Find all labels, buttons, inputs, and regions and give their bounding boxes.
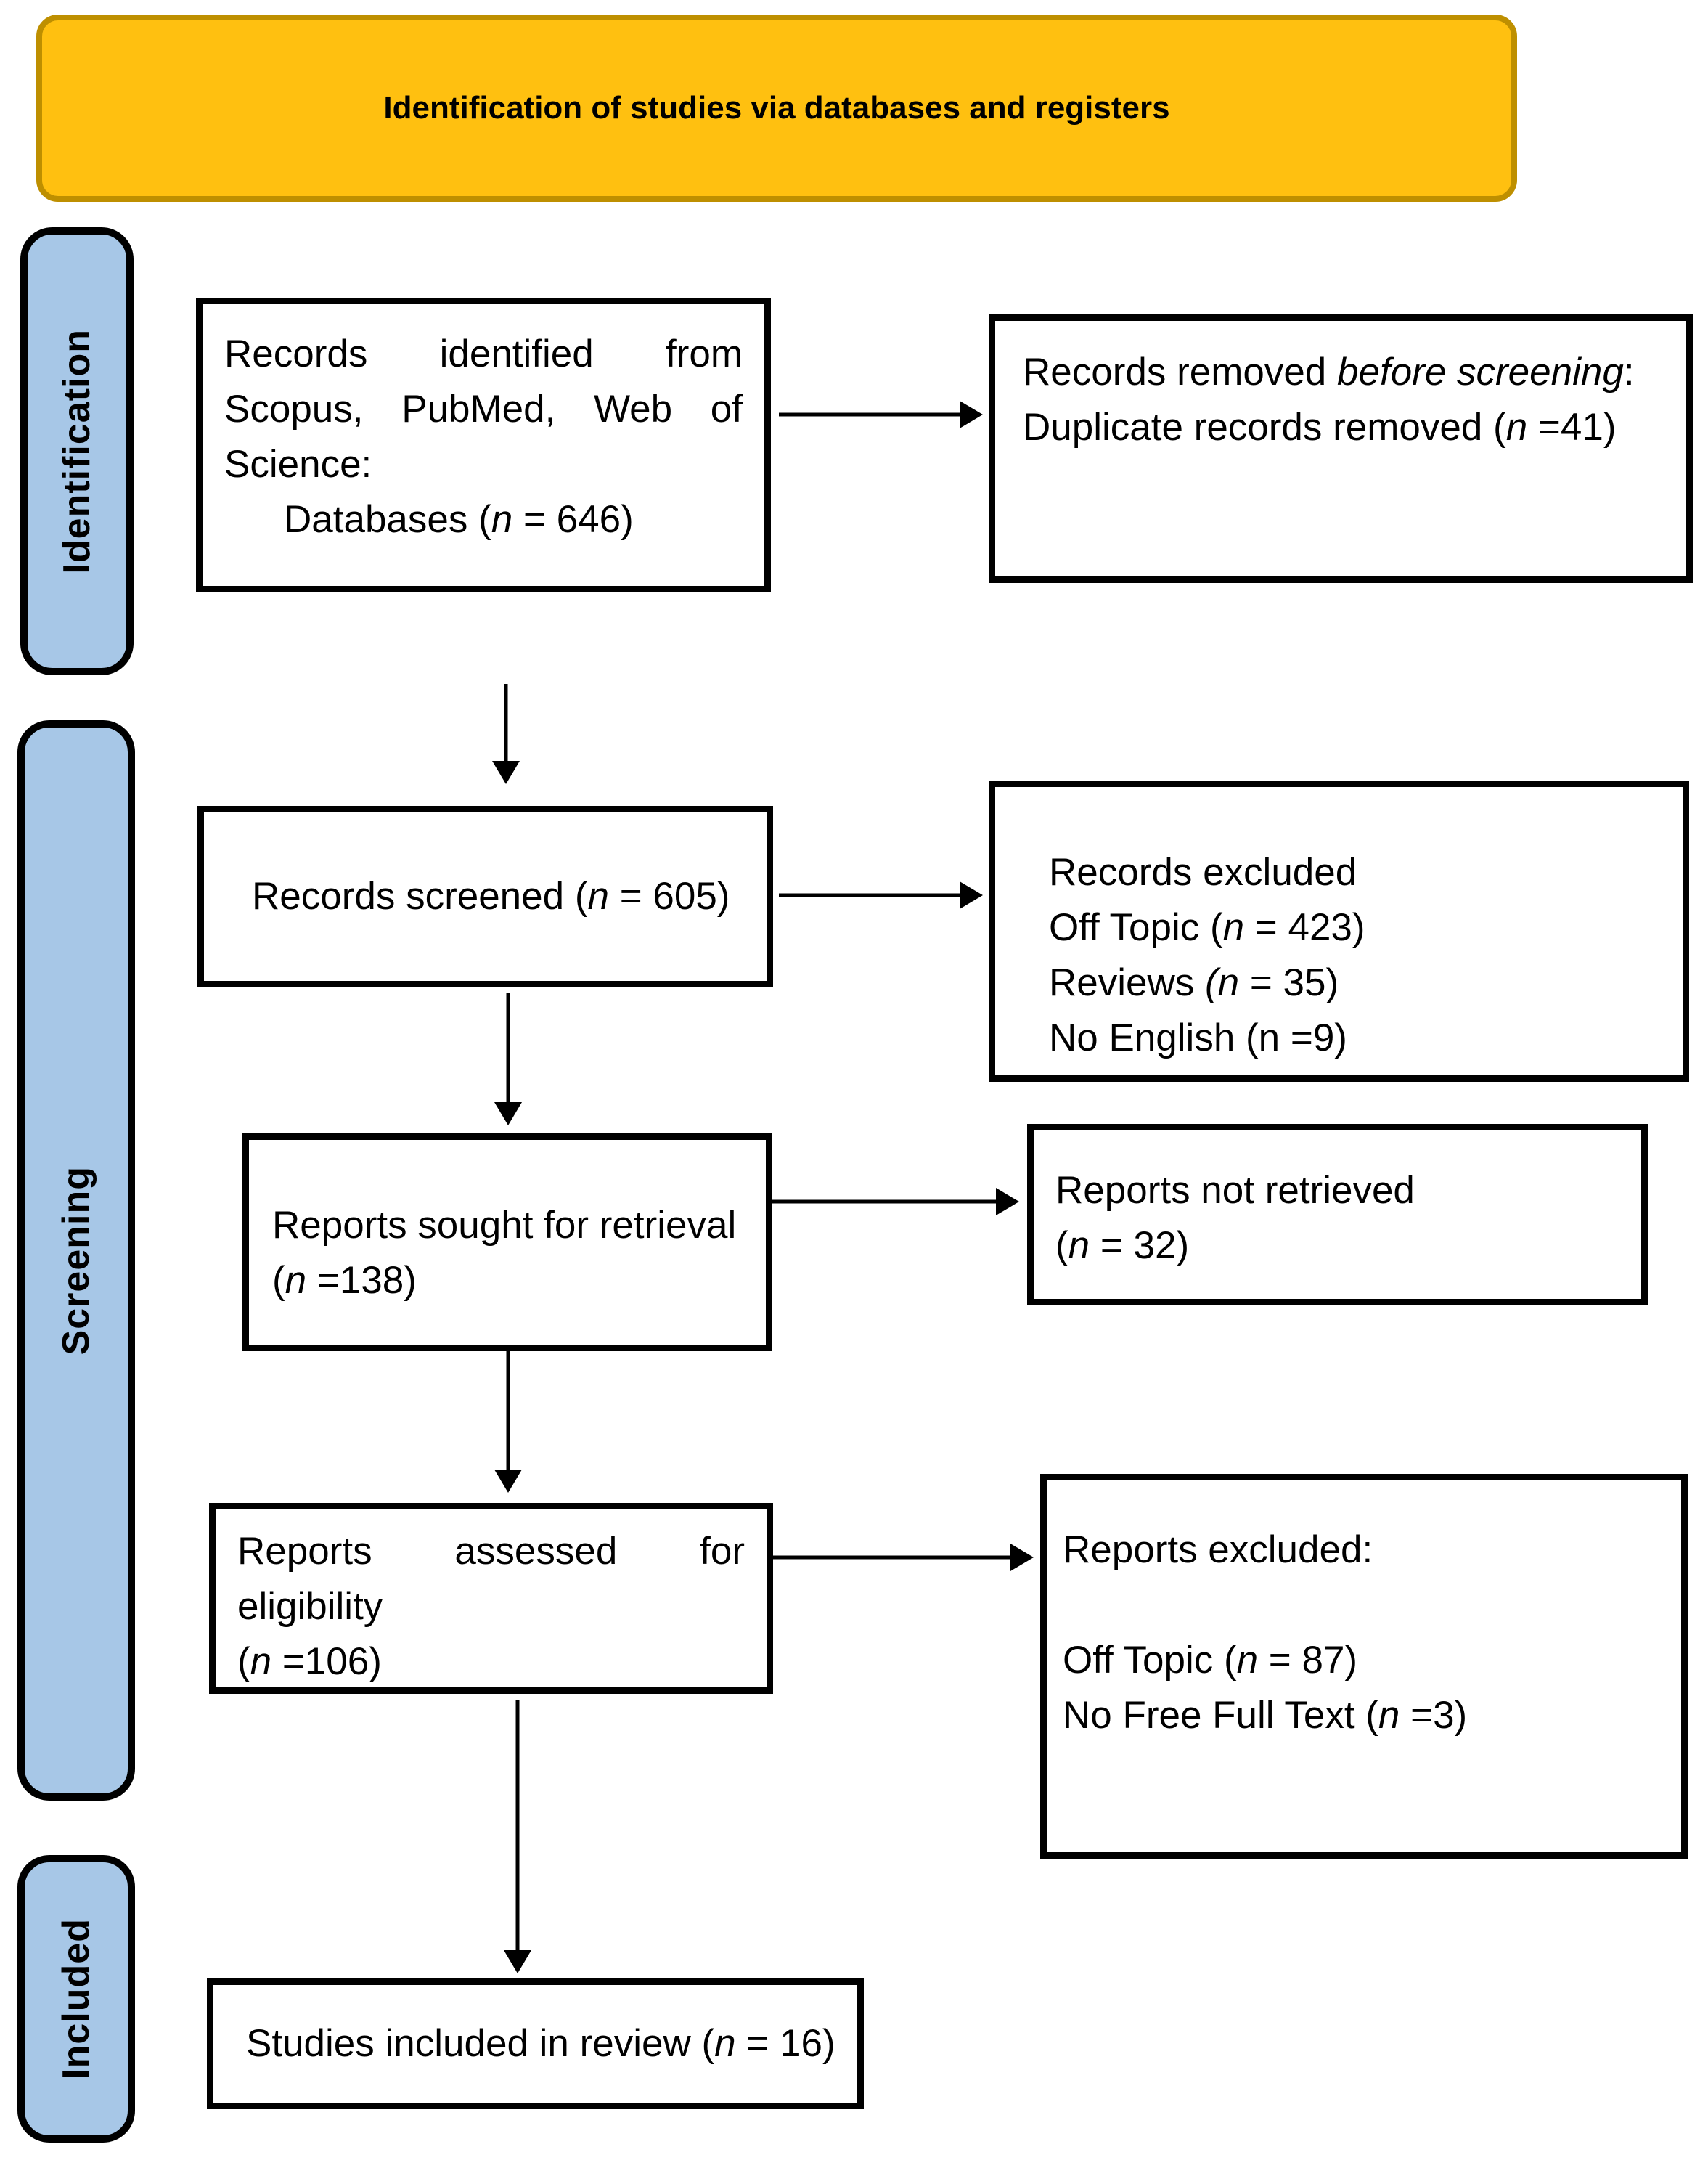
text-line: Off Topic (n = 87) (1063, 1639, 1358, 1682)
text-line: Records screened (n = 605) (252, 875, 730, 918)
text-line: eligibility (237, 1585, 383, 1628)
flow-box-records-screened: Records screened (n = 605) (197, 806, 773, 987)
arrow-sought-to-assessed (494, 1351, 522, 1493)
arrow-sought-to-not-retrieved (772, 1188, 1019, 1215)
text-line: Science: (224, 443, 372, 486)
flow-box-records-removed-before-screening: Records removed before screening: Duplica… (989, 314, 1693, 583)
stage-tab-included: Included (17, 1855, 135, 2143)
arrow-identified-to-screened (492, 684, 520, 784)
arrow-assessed-to-included (504, 1700, 531, 1973)
stage-tab-screening: Screening (17, 720, 135, 1801)
text-line: No English (n =9) (1049, 1016, 1347, 1059)
text-line: Reports excluded: (1063, 1528, 1373, 1571)
stage-tab-identification: Identification (20, 227, 134, 675)
text-line: Off Topic (n = 423) (1049, 906, 1365, 949)
text-line: (n =106) (237, 1640, 382, 1683)
flow-box-reports-not-retrieved: Reports not retrieved (n = 32) (1027, 1124, 1648, 1305)
banner-title: Identification of studies via databases … (383, 90, 1170, 126)
text-line: Studies included in review (n = 16) (246, 2022, 835, 2065)
arrow-identified-to-removed (779, 401, 983, 428)
text-line: Records removed before screening: (1023, 351, 1635, 394)
flow-box-studies-included-in-review: Studies included in review (n = 16) (207, 1978, 864, 2109)
text-line: Reports sought for retrieval (272, 1204, 737, 1247)
text-line: Reviews (n = 35) (1049, 961, 1339, 1004)
banner-identification-via-databases: Identification of studies via databases … (36, 15, 1517, 202)
flow-box-reports-excluded: Reports excluded: Off Topic (n = 87) No Fr… (1040, 1474, 1688, 1859)
text-line: Databases (n = 646) (284, 498, 634, 541)
arrow-screened-to-excluded (779, 881, 983, 909)
text-line: (n = 32) (1055, 1224, 1190, 1267)
arrow-screened-to-sought (494, 993, 522, 1125)
text-line: (n =138) (272, 1259, 417, 1302)
arrow-assessed-to-reports-excluded (773, 1544, 1034, 1571)
text-line: Records excluded (1049, 851, 1357, 894)
flow-box-reports-sought-for-retrieval: Reports sought for retrieval (n =138) (242, 1133, 772, 1351)
text-line: Reports not retrieved (1055, 1169, 1415, 1212)
text-line: No Free Full Text (n =3) (1063, 1694, 1468, 1737)
text-line: Duplicate records removed (n =41) (1023, 406, 1617, 449)
